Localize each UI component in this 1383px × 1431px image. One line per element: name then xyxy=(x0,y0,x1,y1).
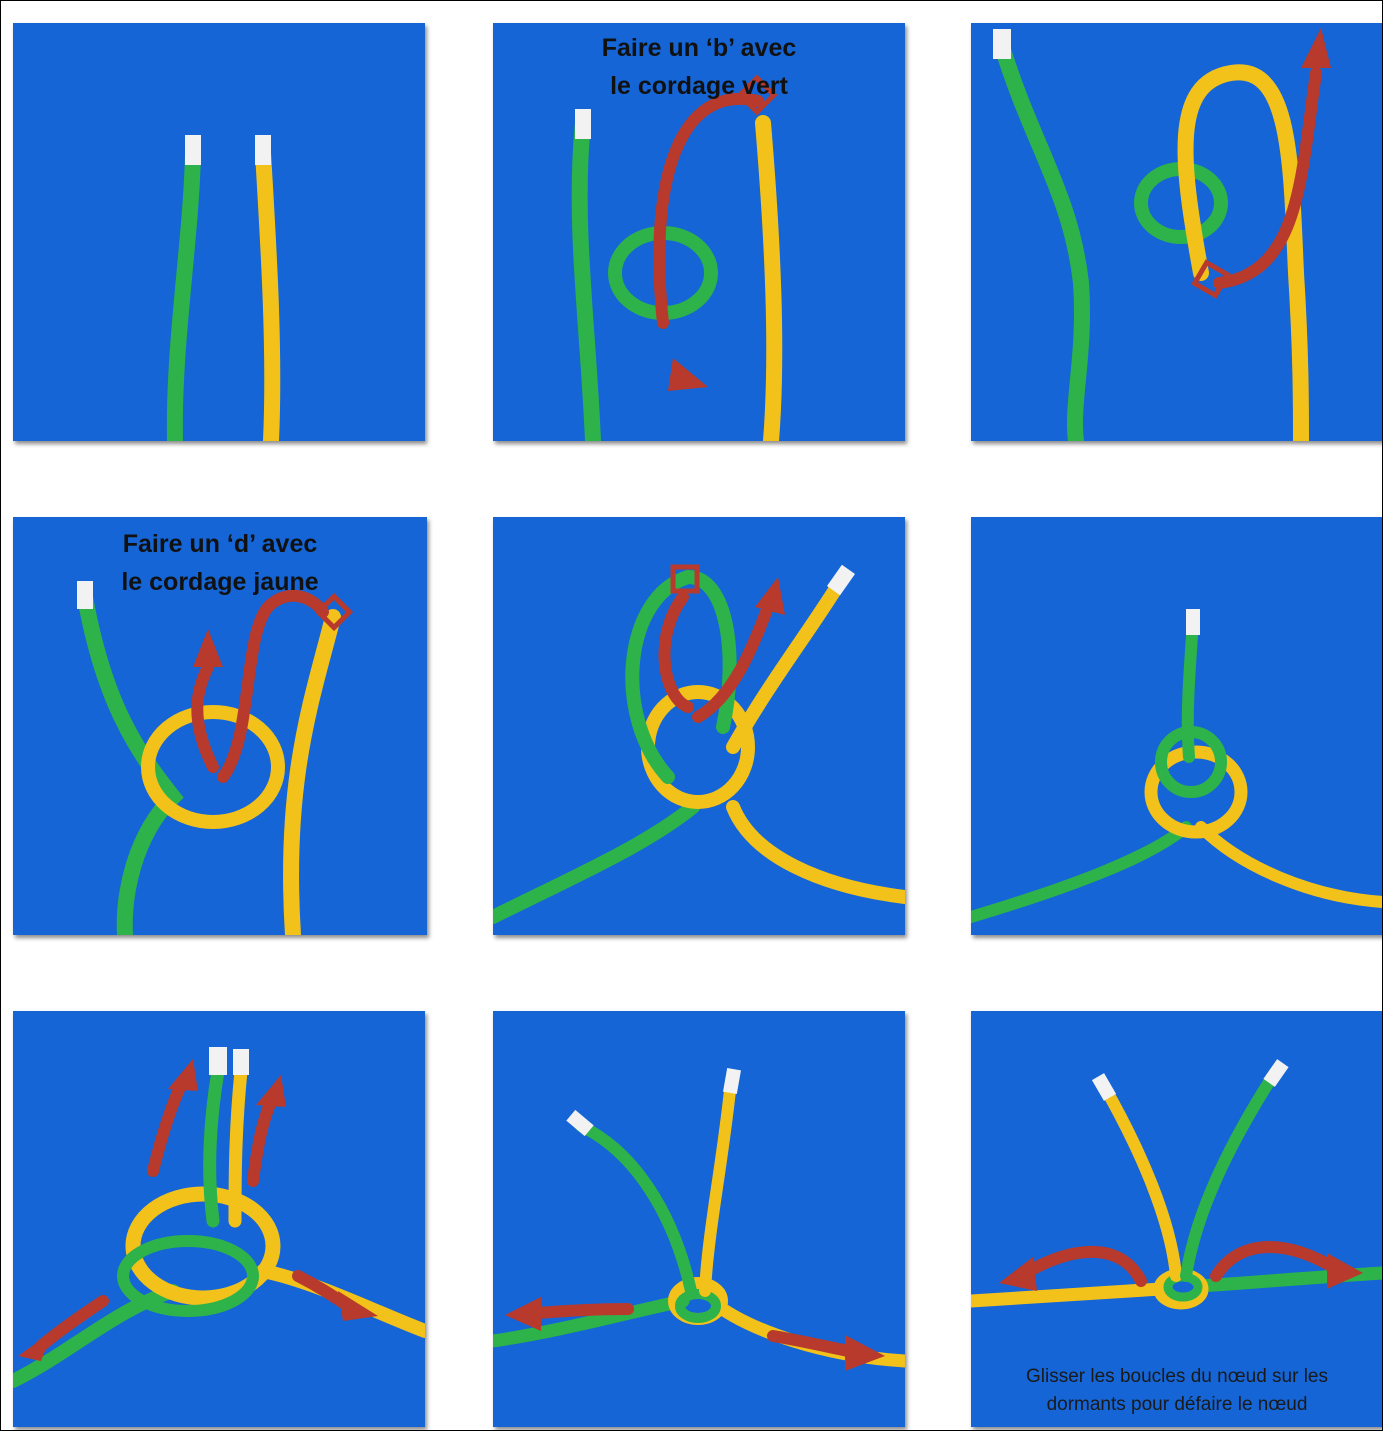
arrow-head xyxy=(845,1335,885,1371)
rope-illustration xyxy=(493,517,905,935)
caption-line: Faire un ‘b’ avec xyxy=(493,29,905,67)
caption-line: le cordage vert xyxy=(493,67,905,105)
step-2-caption: Faire un ‘b’ avec le cordage vert xyxy=(493,29,905,105)
arrow-head xyxy=(668,358,708,391)
arrow-head xyxy=(168,1059,198,1091)
rope-illustration xyxy=(971,23,1383,441)
arrow-head xyxy=(193,629,223,667)
arrow-head xyxy=(999,1257,1037,1291)
caption-line: Glisser les boucles du nœud sur les xyxy=(971,1363,1383,1391)
rope-illustration xyxy=(493,1011,905,1427)
caption-line: le cordage jaune xyxy=(13,563,427,601)
step-1-photo xyxy=(13,23,425,441)
step-4-photo: Faire un ‘d’ avec le cordage jaune xyxy=(13,517,427,935)
arrow-head xyxy=(505,1297,541,1331)
arrow-head xyxy=(256,1075,286,1107)
step-7-photo xyxy=(13,1011,425,1427)
rope-illustration xyxy=(971,517,1383,935)
step-4-caption: Faire un ‘d’ avec le cordage jaune xyxy=(13,525,427,601)
arrow-head xyxy=(1327,1253,1363,1289)
rope-illustration xyxy=(13,1011,425,1427)
step-2-photo: Faire un ‘b’ avec le cordage vert xyxy=(493,23,905,441)
rope-illustration xyxy=(13,23,425,441)
arrow-head xyxy=(755,577,785,615)
arrow-head xyxy=(1301,28,1331,68)
caption-line: Faire un ‘d’ avec xyxy=(13,525,427,563)
step-6-photo xyxy=(971,517,1383,935)
step-5-photo xyxy=(493,517,905,935)
step-8-photo xyxy=(493,1011,905,1427)
caption-line: dormants pour défaire le nœud xyxy=(971,1391,1383,1419)
step-3-photo xyxy=(971,23,1383,441)
step-9-caption: Glisser les boucles du nœud sur les dorm… xyxy=(971,1363,1383,1419)
step-9-photo: Glisser les boucles du nœud sur les dorm… xyxy=(971,1011,1383,1427)
